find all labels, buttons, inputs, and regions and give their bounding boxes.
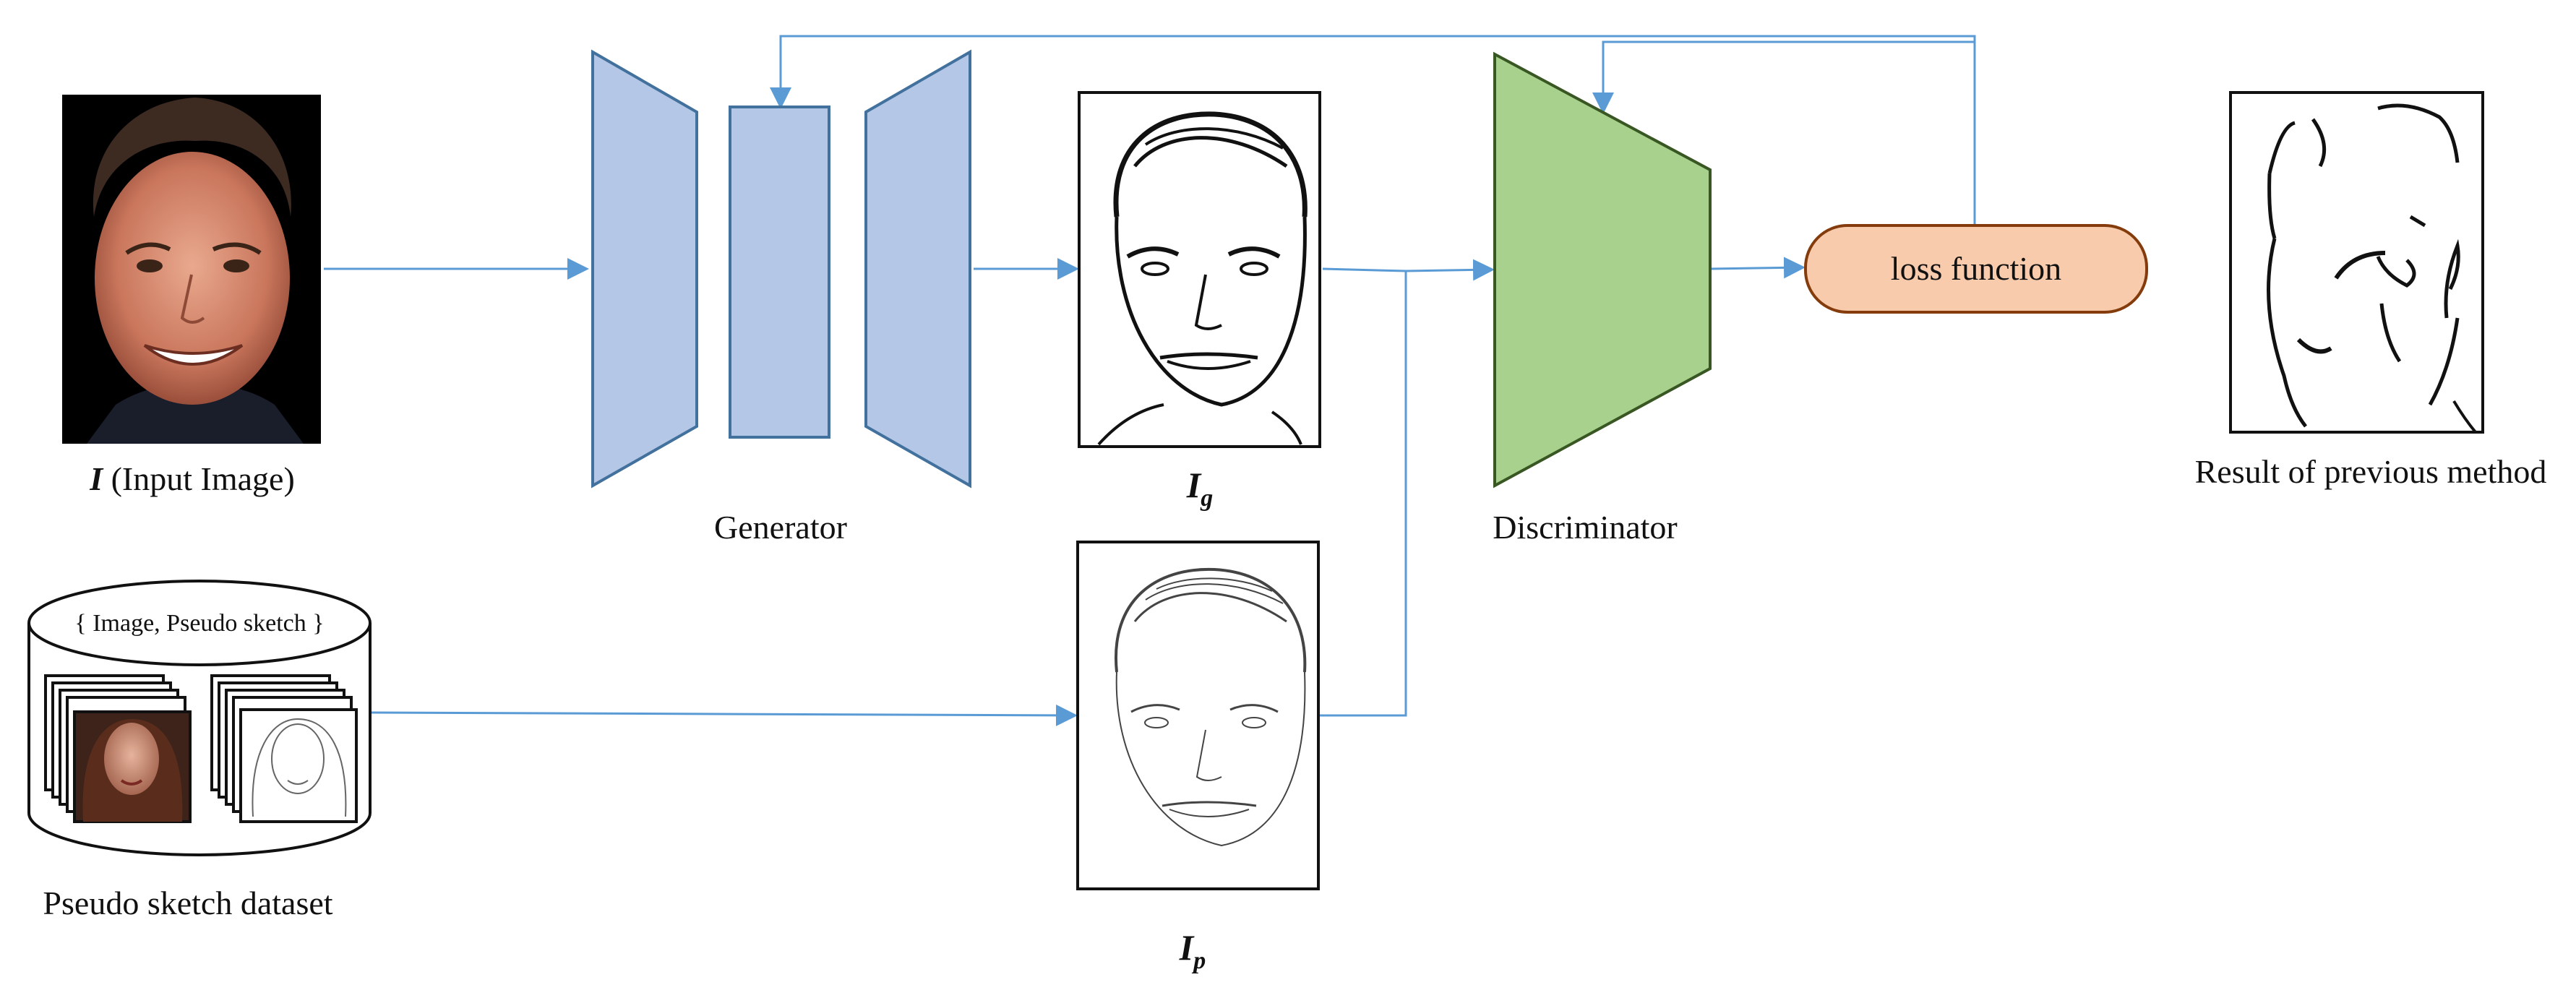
discriminator-to-loss-arrow <box>1709 257 1806 279</box>
dataset-photo-stack <box>44 674 192 823</box>
dataset-icon <box>27 580 372 856</box>
input-photo-icon <box>62 95 321 444</box>
generated-to-discriminator-arrow <box>1322 259 1495 281</box>
input-image-label: I (Input Image) <box>89 460 295 497</box>
loss-feedback-to-generator-arrow <box>770 35 1976 225</box>
pseudo-sketch-label: Ip <box>1179 927 1206 974</box>
discriminator <box>1493 51 1712 489</box>
generator <box>591 49 971 489</box>
dataset-sketch-stack <box>210 674 358 823</box>
generator-decoder <box>864 49 971 489</box>
connection-arrows <box>324 35 1976 726</box>
dataset-to-pseudo-arrow <box>369 704 1078 726</box>
previous-result-label: Result of previous method <box>2195 453 2547 490</box>
generator-encoder <box>591 49 698 489</box>
pseudo-to-discriminator-branch <box>1317 271 1407 717</box>
previous-result-icon <box>2229 91 2484 434</box>
pseudo-sketch-icon <box>1076 541 1320 890</box>
generator-label: Generator <box>714 509 847 546</box>
dataset-header-label: { Image, Pseudo sketch } <box>74 610 324 637</box>
generator-bottleneck <box>729 106 830 439</box>
discriminator-label: Discriminator <box>1493 509 1678 546</box>
generated-sketch-icon <box>1078 91 1321 448</box>
loss-function-label: loss function <box>1891 250 2061 287</box>
loss-function-box <box>1804 224 2148 314</box>
dataset-caption-label: Pseudo sketch dataset <box>43 885 332 921</box>
loss-feedback-to-discriminator-arrow <box>1592 40 1975 114</box>
generated-sketch-label: Ig <box>1186 465 1213 512</box>
